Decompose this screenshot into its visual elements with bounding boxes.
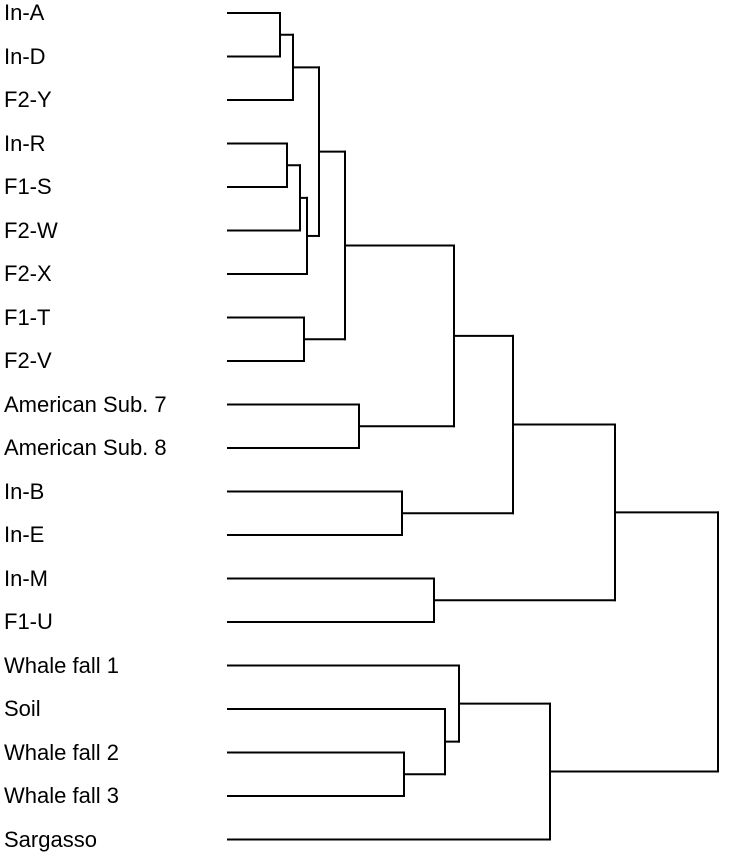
leaf-label: F1-S (4, 174, 52, 199)
leaf-label: Sargasso (4, 826, 97, 852)
leaf-label: F2-V (4, 348, 52, 373)
leaf-label: F2-W (4, 217, 58, 243)
leaf-label: In-M (4, 565, 48, 591)
leaf-label: In-A (4, 0, 45, 25)
leaf-label: In-E (4, 522, 45, 547)
leaf-label: In-D (4, 43, 46, 69)
leaf-label: F1-U (4, 609, 53, 634)
leaf-label: Whale fall 2 (4, 739, 119, 765)
leaf-label: In-R (4, 130, 46, 156)
leaf-label: American Sub. 7 (4, 391, 167, 417)
leaf-label: Soil (4, 696, 41, 721)
leaf-label: American Sub. 8 (4, 435, 167, 460)
leaf-label: F2-X (4, 261, 52, 286)
leaf-label: F1-T (4, 304, 51, 330)
leaf-label: F2-Y (4, 87, 52, 112)
leaf-label: Whale fall 3 (4, 783, 119, 808)
leaf-label: Whale fall 1 (4, 652, 119, 678)
leaf-label: In-B (4, 478, 45, 504)
